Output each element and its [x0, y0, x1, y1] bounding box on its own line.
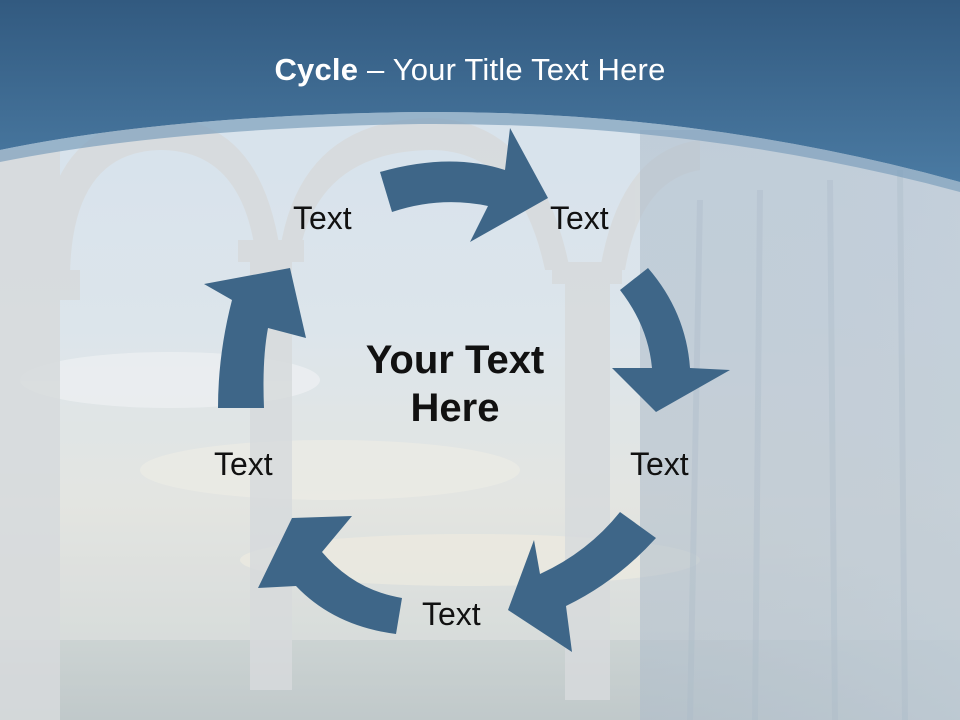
- cycle-arrows: [204, 128, 730, 652]
- title-bold: Cycle: [274, 52, 359, 87]
- cycle-arrow-right-upper: [612, 268, 730, 412]
- cycle-node-top-left: Text: [293, 200, 352, 236]
- stone-arches: [0, 118, 700, 720]
- slide-title: Cycle – Your Title Text Here: [0, 52, 940, 88]
- cycle-node-left: Text: [214, 446, 273, 482]
- cycle-arrow-top: [380, 128, 548, 242]
- cycle-arrow-left: [204, 268, 306, 408]
- center-text: Your Text Here: [365, 338, 545, 430]
- curtain-overlay: [640, 130, 960, 720]
- title-rest: – Your Title Text Here: [358, 52, 666, 87]
- cycle-node-bottom: Text: [422, 596, 481, 632]
- cycle-arrow-right-lower: [508, 512, 656, 652]
- cycle-node-right: Text: [630, 446, 689, 482]
- curtain-folds: [687, 169, 908, 720]
- cycle-arrow-bottom-left: [258, 516, 402, 634]
- header-edge: [0, 111, 960, 192]
- cycle-node-top-right: Text: [550, 200, 609, 236]
- cloud: [140, 440, 520, 500]
- header-banner: [0, 0, 960, 182]
